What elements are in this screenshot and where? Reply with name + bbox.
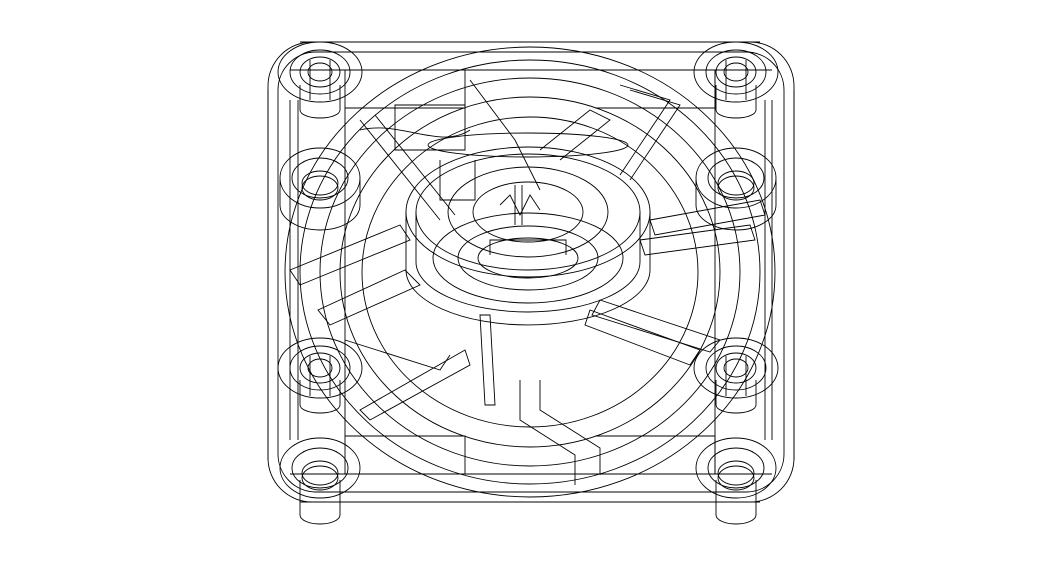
mount-screw-top-left	[277, 41, 363, 119]
rotor-sweep-circles	[284, 46, 776, 498]
mount-boss-upper-left	[279, 147, 361, 231]
mount-screw-lower-left	[277, 337, 363, 414]
fan-blades	[289, 79, 766, 485]
mount-boss-bottom-left	[279, 437, 361, 525]
mount-screw-top-right	[693, 41, 779, 119]
mount-boss-bottom-right	[695, 437, 777, 525]
hub	[405, 132, 651, 326]
mount-screw-lower-right	[693, 337, 779, 414]
side-rails	[289, 70, 773, 474]
mount-boss-upper-right	[695, 147, 777, 231]
